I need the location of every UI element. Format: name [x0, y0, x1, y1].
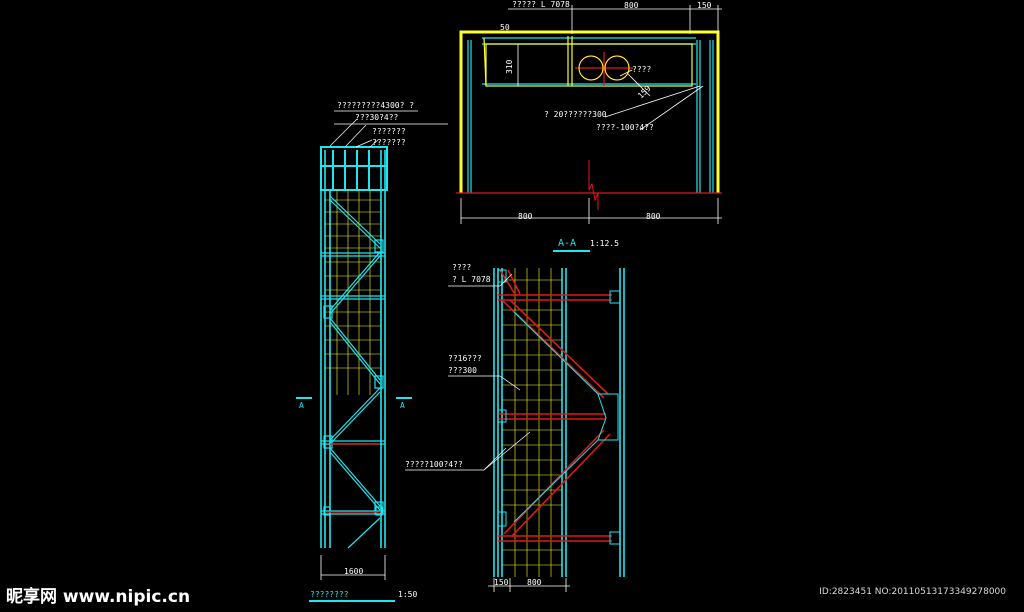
elevation-dim-bottom: 1600	[344, 567, 363, 576]
section-title: A-A	[558, 238, 576, 249]
section-a-a-view: ????? L 7078 800 150 310 50 159 ???? ? 2…	[456, 0, 722, 252]
elevation-note-1: ?????????4300? ?	[337, 101, 414, 110]
section-note-1: ? 20??????300	[544, 110, 607, 119]
detail-view: ???? ? L 7078 ??16??? ???300 ?????100?4?…	[405, 263, 625, 592]
detail-dim-150: 150	[494, 578, 509, 587]
elevation-view: A A ?????????4300? ? ???30?4?? ??????? ?…	[296, 101, 448, 602]
watermark-logo: 昵享网 www.nipic.cn	[6, 587, 191, 607]
section-frame-left	[459, 30, 478, 193]
section-scale: 1:12.5	[590, 239, 619, 248]
section-frame-right	[700, 30, 720, 193]
top-railing	[320, 146, 388, 191]
section-hole-label: ????	[632, 65, 651, 74]
watermark-id: ID:2823451 NO:20110513173349278000	[819, 587, 1006, 597]
section-dim-310: 310	[505, 59, 514, 74]
section-dim-top-800: 800	[624, 1, 639, 10]
section-dim-bottom-left: 800	[518, 212, 533, 221]
elevation-note-4: ???????	[372, 138, 406, 147]
detail-note-4: ???300	[448, 366, 477, 375]
detail-note-2: ? L 7078	[452, 275, 491, 284]
elevation-note-3: ???????	[372, 127, 406, 136]
section-note-2: ????-100?4??	[596, 123, 654, 132]
detail-dim-800: 800	[527, 578, 542, 587]
section-mark-right: A	[400, 401, 405, 410]
elevation-scale: 1:50	[398, 590, 417, 599]
elevation-title: ????????	[310, 590, 349, 599]
detail-note-1: ????	[452, 263, 471, 272]
center-break-line	[588, 160, 599, 210]
detail-note-5: ?????100?4??	[405, 460, 463, 469]
detail-note-3: ??16???	[448, 354, 482, 363]
platform-box	[485, 43, 693, 87]
section-top-note: ????? L 7078	[512, 0, 570, 9]
elevation-note-2: ???30?4??	[355, 113, 399, 122]
section-mark-left: A	[299, 401, 304, 410]
section-dim-top-150: 150	[697, 1, 712, 10]
red-brace-2	[503, 429, 605, 535]
section-dim-50: 50	[500, 23, 510, 32]
section-dim-bottom-right: 800	[646, 212, 661, 221]
brace-gusset	[597, 393, 619, 441]
